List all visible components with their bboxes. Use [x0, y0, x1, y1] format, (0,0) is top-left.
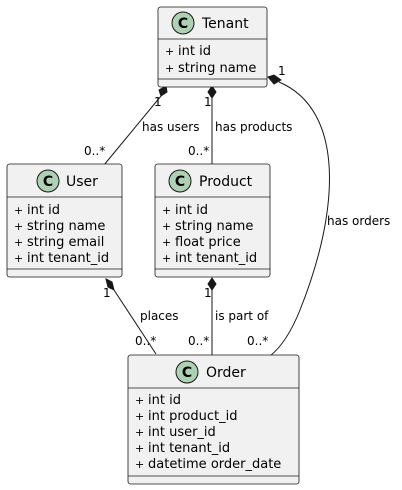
- class-order[interactable]: C Order + int id + int product_id + int …: [127, 354, 300, 485]
- vis-user-1: +: [14, 220, 23, 233]
- vis-product-3: +: [162, 252, 171, 265]
- vis-order-3: +: [135, 442, 144, 455]
- class-icon-user: [36, 169, 60, 193]
- attr-product-2: float price: [175, 235, 241, 250]
- composition-diamond-tenant-user: [158, 85, 168, 97]
- class-name-order: Order: [206, 365, 246, 381]
- mult-tenant-order-to: 0..*: [247, 334, 268, 348]
- mult-tenant-order-from: 1: [278, 64, 286, 78]
- composition-diamond-tenant-order: [267, 74, 282, 85]
- vis-order-1: +: [135, 410, 144, 423]
- class-icon-product: [168, 169, 192, 193]
- class-icon-glyph: C: [178, 16, 188, 32]
- composition-diamond-user-order: [105, 278, 115, 291]
- mult-user-order-to: 0..*: [135, 334, 156, 348]
- attr-tenant-1: string name: [178, 61, 256, 76]
- composition-diamond-product-order: [207, 277, 217, 291]
- mult-tenant-product-from: 1: [204, 95, 212, 109]
- vis-product-1: +: [162, 220, 171, 233]
- attr-user-0: int id: [27, 203, 60, 218]
- attr-user-1: string name: [27, 219, 105, 234]
- class-user[interactable]: C User + int id + string name + string e…: [6, 163, 123, 278]
- attr-product-3: int tenant_id: [175, 251, 257, 266]
- class-tenant[interactable]: C Tenant + int id + string name: [157, 6, 268, 88]
- class-icon-order: [175, 360, 199, 384]
- attr-product-0: int id: [175, 203, 208, 218]
- vis-user-2: +: [14, 236, 23, 249]
- class-icon-glyph: C: [43, 174, 53, 190]
- vis-order-4: +: [135, 458, 144, 471]
- mult-tenant-user-from: 1: [154, 95, 162, 109]
- attr-order-0: int id: [148, 393, 181, 408]
- attr-tenant-0: int id: [178, 44, 211, 59]
- vis-user-0: +: [14, 204, 23, 217]
- vis-product-0: +: [162, 204, 171, 217]
- class-name-tenant: Tenant: [201, 16, 249, 32]
- label-has-users: has users: [142, 120, 199, 134]
- class-icon-glyph: C: [175, 174, 185, 190]
- class-product[interactable]: C Product + int id + string name + float…: [154, 163, 271, 278]
- attr-product-1: string name: [175, 219, 253, 234]
- label-has-orders: has orders: [327, 214, 390, 228]
- class-icon-tenant: [171, 11, 195, 35]
- mult-product-order-to: 0..*: [188, 334, 209, 348]
- mult-user-order-from: 1: [103, 286, 111, 300]
- mult-product-order-from: 1: [204, 286, 212, 300]
- mult-tenant-product-to: 0..*: [188, 144, 209, 158]
- class-icon-glyph: C: [182, 365, 192, 381]
- attr-order-1: int product_id: [148, 409, 237, 424]
- vis-user-3: +: [14, 252, 23, 265]
- vis-tenant-1: +: [165, 62, 174, 75]
- vis-order-0: +: [135, 394, 144, 407]
- edge-tenant-user: [103, 95, 162, 166]
- vis-order-2: +: [135, 426, 144, 439]
- label-is-part-of: is part of: [215, 309, 269, 323]
- vis-product-2: +: [162, 236, 171, 249]
- composition-diamond-tenant-product: [207, 85, 217, 99]
- edge-user-order: [113, 289, 157, 355]
- attr-order-2: int user_id: [148, 425, 216, 440]
- edge-tenant-order: [269, 81, 330, 357]
- attr-order-3: int tenant_id: [148, 441, 230, 456]
- attr-user-2: string email: [27, 235, 104, 250]
- vis-tenant-0: +: [165, 45, 174, 58]
- attr-user-3: int tenant_id: [27, 251, 109, 266]
- mult-tenant-user-to: 0..*: [84, 144, 105, 158]
- label-places: places: [140, 309, 179, 323]
- class-name-user: User: [66, 174, 98, 190]
- class-name-product: Product: [199, 174, 253, 190]
- attr-order-4: datetime order_date: [148, 457, 281, 472]
- label-has-products: has products: [215, 120, 292, 134]
